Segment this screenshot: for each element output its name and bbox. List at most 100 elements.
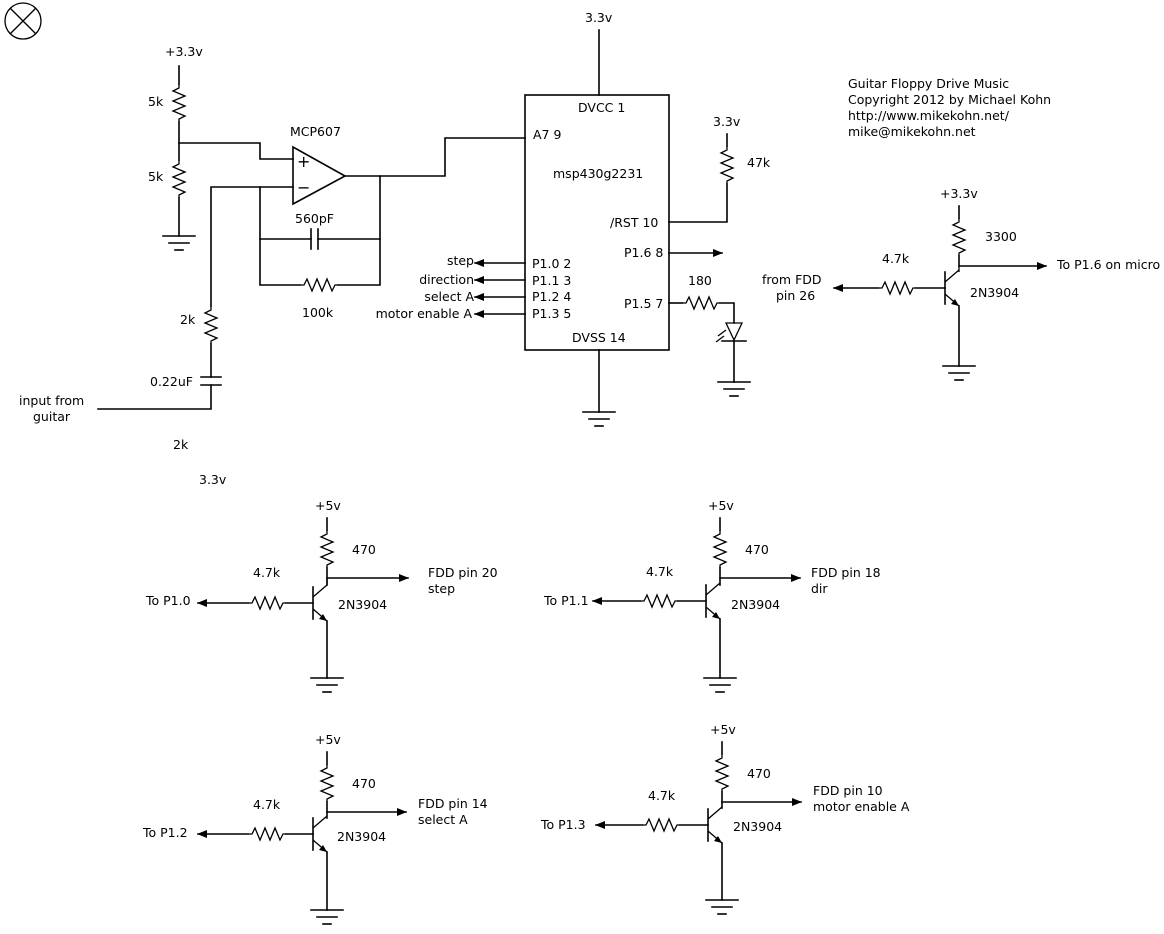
resistor-driver-base xyxy=(247,596,287,610)
mcu-supply-label: 3.3v xyxy=(585,10,613,25)
sense-from-label-line2: pin 26 xyxy=(776,288,815,303)
input-label-line1: input from xyxy=(19,393,84,408)
driver-stage-dir: +5v 470 FDD pin 18 dir 2N3904 4.7k To P1… xyxy=(543,498,881,693)
sense-supply-label: +3.3v xyxy=(940,186,978,201)
resistor-led xyxy=(681,296,721,310)
driver-ground-symbol xyxy=(705,899,739,915)
resistor-driver-collector-label: 470 xyxy=(352,542,376,557)
ground-symbol xyxy=(162,235,196,251)
transistor-driver-label: 2N3904 xyxy=(731,597,780,612)
mcu-pin-dvss: DVSS 14 xyxy=(572,330,626,345)
stray-label-2k: 2k xyxy=(173,437,189,452)
transistor-driver-label: 2N3904 xyxy=(337,829,386,844)
resistor-driver-collector-label: 470 xyxy=(745,542,769,557)
transistor-driver-label: 2N3904 xyxy=(733,819,782,834)
resistor-driver-collector xyxy=(320,529,334,569)
driver-input-label: To P1.1 xyxy=(543,593,589,608)
title-line3: http://www.mikekohn.net/ xyxy=(848,108,1010,123)
title-line2: Copyright 2012 by Michael Kohn xyxy=(848,92,1051,107)
mcu-out-direction: direction xyxy=(419,272,474,287)
resistor-input xyxy=(204,305,218,345)
mcu-pin-p12: P1.2 4 xyxy=(532,289,571,304)
driver-input-label: To P1.3 xyxy=(540,817,586,832)
resistor-top-label: 5k xyxy=(148,94,164,109)
driver-input-label: To P1.0 xyxy=(145,593,191,608)
driver-supply-label: +5v xyxy=(315,498,341,513)
transistor-driver xyxy=(707,806,723,844)
resistor-driver-base-label: 4.7k xyxy=(646,564,674,579)
transistor-driver xyxy=(705,582,721,620)
title-line1: Guitar Floppy Drive Music xyxy=(848,76,1009,91)
cap-input-label: 0.22uF xyxy=(150,374,193,389)
supply-label: +3.3v xyxy=(165,44,203,59)
sense-circuit: +3.3v 3300 To P1.6 on micro 2N3904 4.7k … xyxy=(762,186,1160,381)
resistor-sense-base-label: 4.7k xyxy=(882,251,910,266)
opamp-label: MCP607 xyxy=(290,124,341,139)
resistor-top xyxy=(172,83,186,123)
driver-out-line1: FDD pin 20 xyxy=(428,565,498,580)
driver-out-line1: FDD pin 18 xyxy=(811,565,881,580)
driver-ground-symbol xyxy=(310,677,344,693)
driver-out-line2: select A xyxy=(418,812,468,827)
resistor-driver-base-label: 4.7k xyxy=(253,797,281,812)
resistor-led-label: 180 xyxy=(688,273,712,288)
mcu-pin-p15: P1.5 7 xyxy=(624,296,663,311)
resistor-sense-collector xyxy=(952,217,966,257)
mcu-part-name: msp430g2231 xyxy=(553,166,643,181)
rst-supply-label: 3.3v xyxy=(713,114,741,129)
title-block: Guitar Floppy Drive Music Copyright 2012… xyxy=(848,76,1051,139)
driver-ground-symbol xyxy=(703,677,737,693)
driver-out-line1: FDD pin 10 xyxy=(813,783,883,798)
resistor-feedback xyxy=(299,278,339,292)
opamp-minus: − xyxy=(297,178,310,197)
resistor-driver-collector-label: 470 xyxy=(352,776,376,791)
cross-circle-icon xyxy=(4,2,42,40)
driver-stage-select: +5v 470 FDD pin 14 select A 2N3904 4.7k … xyxy=(142,732,488,925)
driver-input-label: To P1.2 xyxy=(142,825,188,840)
transistor-sense xyxy=(944,269,960,307)
resistor-driver-collector xyxy=(713,529,727,569)
resistor-sense-collector-label: 3300 xyxy=(985,229,1017,244)
driver-stage-motor: +5v 470 FDD pin 10 motor enable A 2N3904… xyxy=(540,722,910,915)
resistor-driver-base xyxy=(247,827,287,841)
mcu-section: 3.3v DVCC 1 A7 9 msp430g2231 /RST 10 P1.… xyxy=(376,10,771,427)
resistor-driver-collector xyxy=(320,763,334,803)
mcu-pin-p13: P1.3 5 xyxy=(532,306,571,321)
sense-from-label-line1: from FDD xyxy=(762,272,822,287)
transistor-driver xyxy=(312,584,328,622)
resistor-driver-base xyxy=(639,594,679,608)
mcu-out-motor: motor enable A xyxy=(376,306,473,321)
driver-supply-label: +5v xyxy=(710,722,736,737)
mcu-pin-a7: A7 9 xyxy=(533,127,561,142)
resistor-input-label: 2k xyxy=(180,312,196,327)
input-label-line2: guitar xyxy=(33,409,71,424)
resistor-driver-collector-label: 470 xyxy=(747,766,771,781)
title-line4: mike@mikekohn.net xyxy=(848,124,976,139)
resistor-driver-collector xyxy=(715,753,729,793)
transistor-driver xyxy=(312,815,328,853)
mcu-pin-p10: P1.0 2 xyxy=(532,256,571,271)
mcu-out-step: step xyxy=(447,253,474,268)
driver-supply-label: +5v xyxy=(708,498,734,513)
transistor-sense-label: 2N3904 xyxy=(970,285,1019,300)
driver-supply-label: +5v xyxy=(315,732,341,747)
driver-out-line2: motor enable A xyxy=(813,799,910,814)
opamp-symbol xyxy=(292,145,347,206)
opamp-plus: + xyxy=(297,152,310,171)
driver-stage-step: +5v 470 FDD pin 20 step 2N3904 4.7k To P… xyxy=(145,498,498,693)
mcu-pin-dvcc: DVCC 1 xyxy=(578,100,625,115)
sense-ground-symbol xyxy=(942,365,976,381)
resistor-rst-label: 47k xyxy=(747,155,771,170)
resistor-bottom xyxy=(172,159,186,199)
driver-ground-symbol xyxy=(310,909,344,925)
cap-feedback-label: 560pF xyxy=(295,211,334,226)
stray-label-3v3: 3.3v xyxy=(199,472,227,487)
driver-out-line2: step xyxy=(428,581,455,596)
resistor-driver-base xyxy=(641,818,681,832)
driver-out-line1: FDD pin 14 xyxy=(418,796,488,811)
transistor-driver-label: 2N3904 xyxy=(338,597,387,612)
resistor-sense-base xyxy=(877,281,917,295)
mcu-out-select: select A xyxy=(424,289,474,304)
driver-out-line2: dir xyxy=(811,581,828,596)
